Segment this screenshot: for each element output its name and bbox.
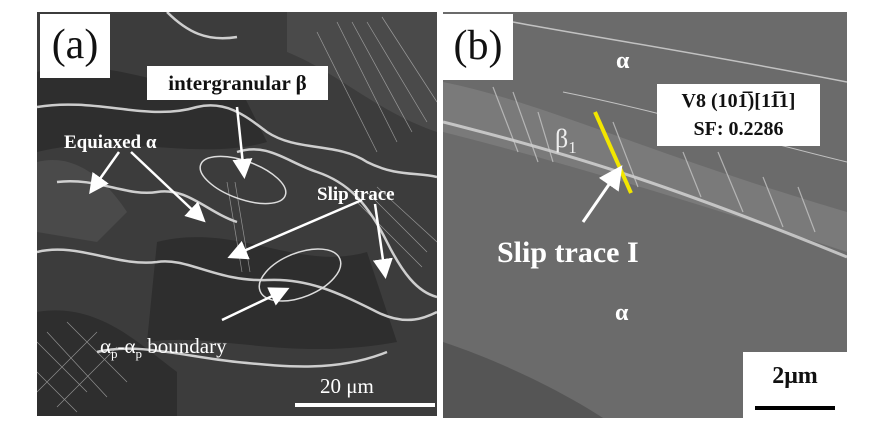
slip-trace-label: Slip trace <box>317 184 395 205</box>
beta-sub: 1 <box>568 138 577 158</box>
alpha-bottom-label: α <box>615 300 629 326</box>
boundary-alpha: α <box>100 334 112 358</box>
arrow <box>227 198 363 260</box>
boundary-sub: p <box>111 346 118 362</box>
arrow <box>89 151 121 195</box>
sem-image-a: (a) intergranular β Equiaxed α Slip trac… <box>37 12 437 416</box>
sem-image-b: (b) α β1 V8 (101̅)[11̅1] SF: 0.2286 Slip… <box>443 12 847 418</box>
arrow <box>372 203 393 279</box>
slip-system-box: V8 (101̅)[11̅1] SF: 0.2286 <box>657 84 820 146</box>
boundary-sub2: p <box>135 346 143 362</box>
panel-label: (b) <box>443 14 513 80</box>
slip-trace-line <box>593 111 633 194</box>
scale-bar-label: 20 μm <box>320 374 374 398</box>
beta-label: β1 <box>555 124 577 158</box>
slip-trace-label: Slip trace I <box>497 236 639 269</box>
scale-bar-line <box>755 406 835 410</box>
boundary-label: αp-αp boundary <box>100 334 227 362</box>
scale-bar <box>295 403 435 407</box>
scale-bar-label: 2μm <box>772 363 818 389</box>
slip-system-label: V8 (101̅)[11̅1] <box>681 90 796 112</box>
equiaxed-alpha-label: Equiaxed α <box>64 132 157 153</box>
schmid-factor-label: SF: 0.2286 <box>693 118 784 140</box>
panel-label: (a) <box>40 14 110 78</box>
beta-symbol: β <box>555 124 569 153</box>
alpha-top-label: α <box>616 48 630 74</box>
arrow <box>232 106 253 179</box>
intergranular-beta-label: intergranular β <box>147 66 328 100</box>
boundary-dash: -α <box>117 334 136 358</box>
arrow <box>130 151 206 223</box>
arrow <box>581 165 623 223</box>
highlight-ellipse <box>258 248 342 302</box>
arrow <box>221 287 290 322</box>
boundary-word: boundary <box>142 334 227 358</box>
